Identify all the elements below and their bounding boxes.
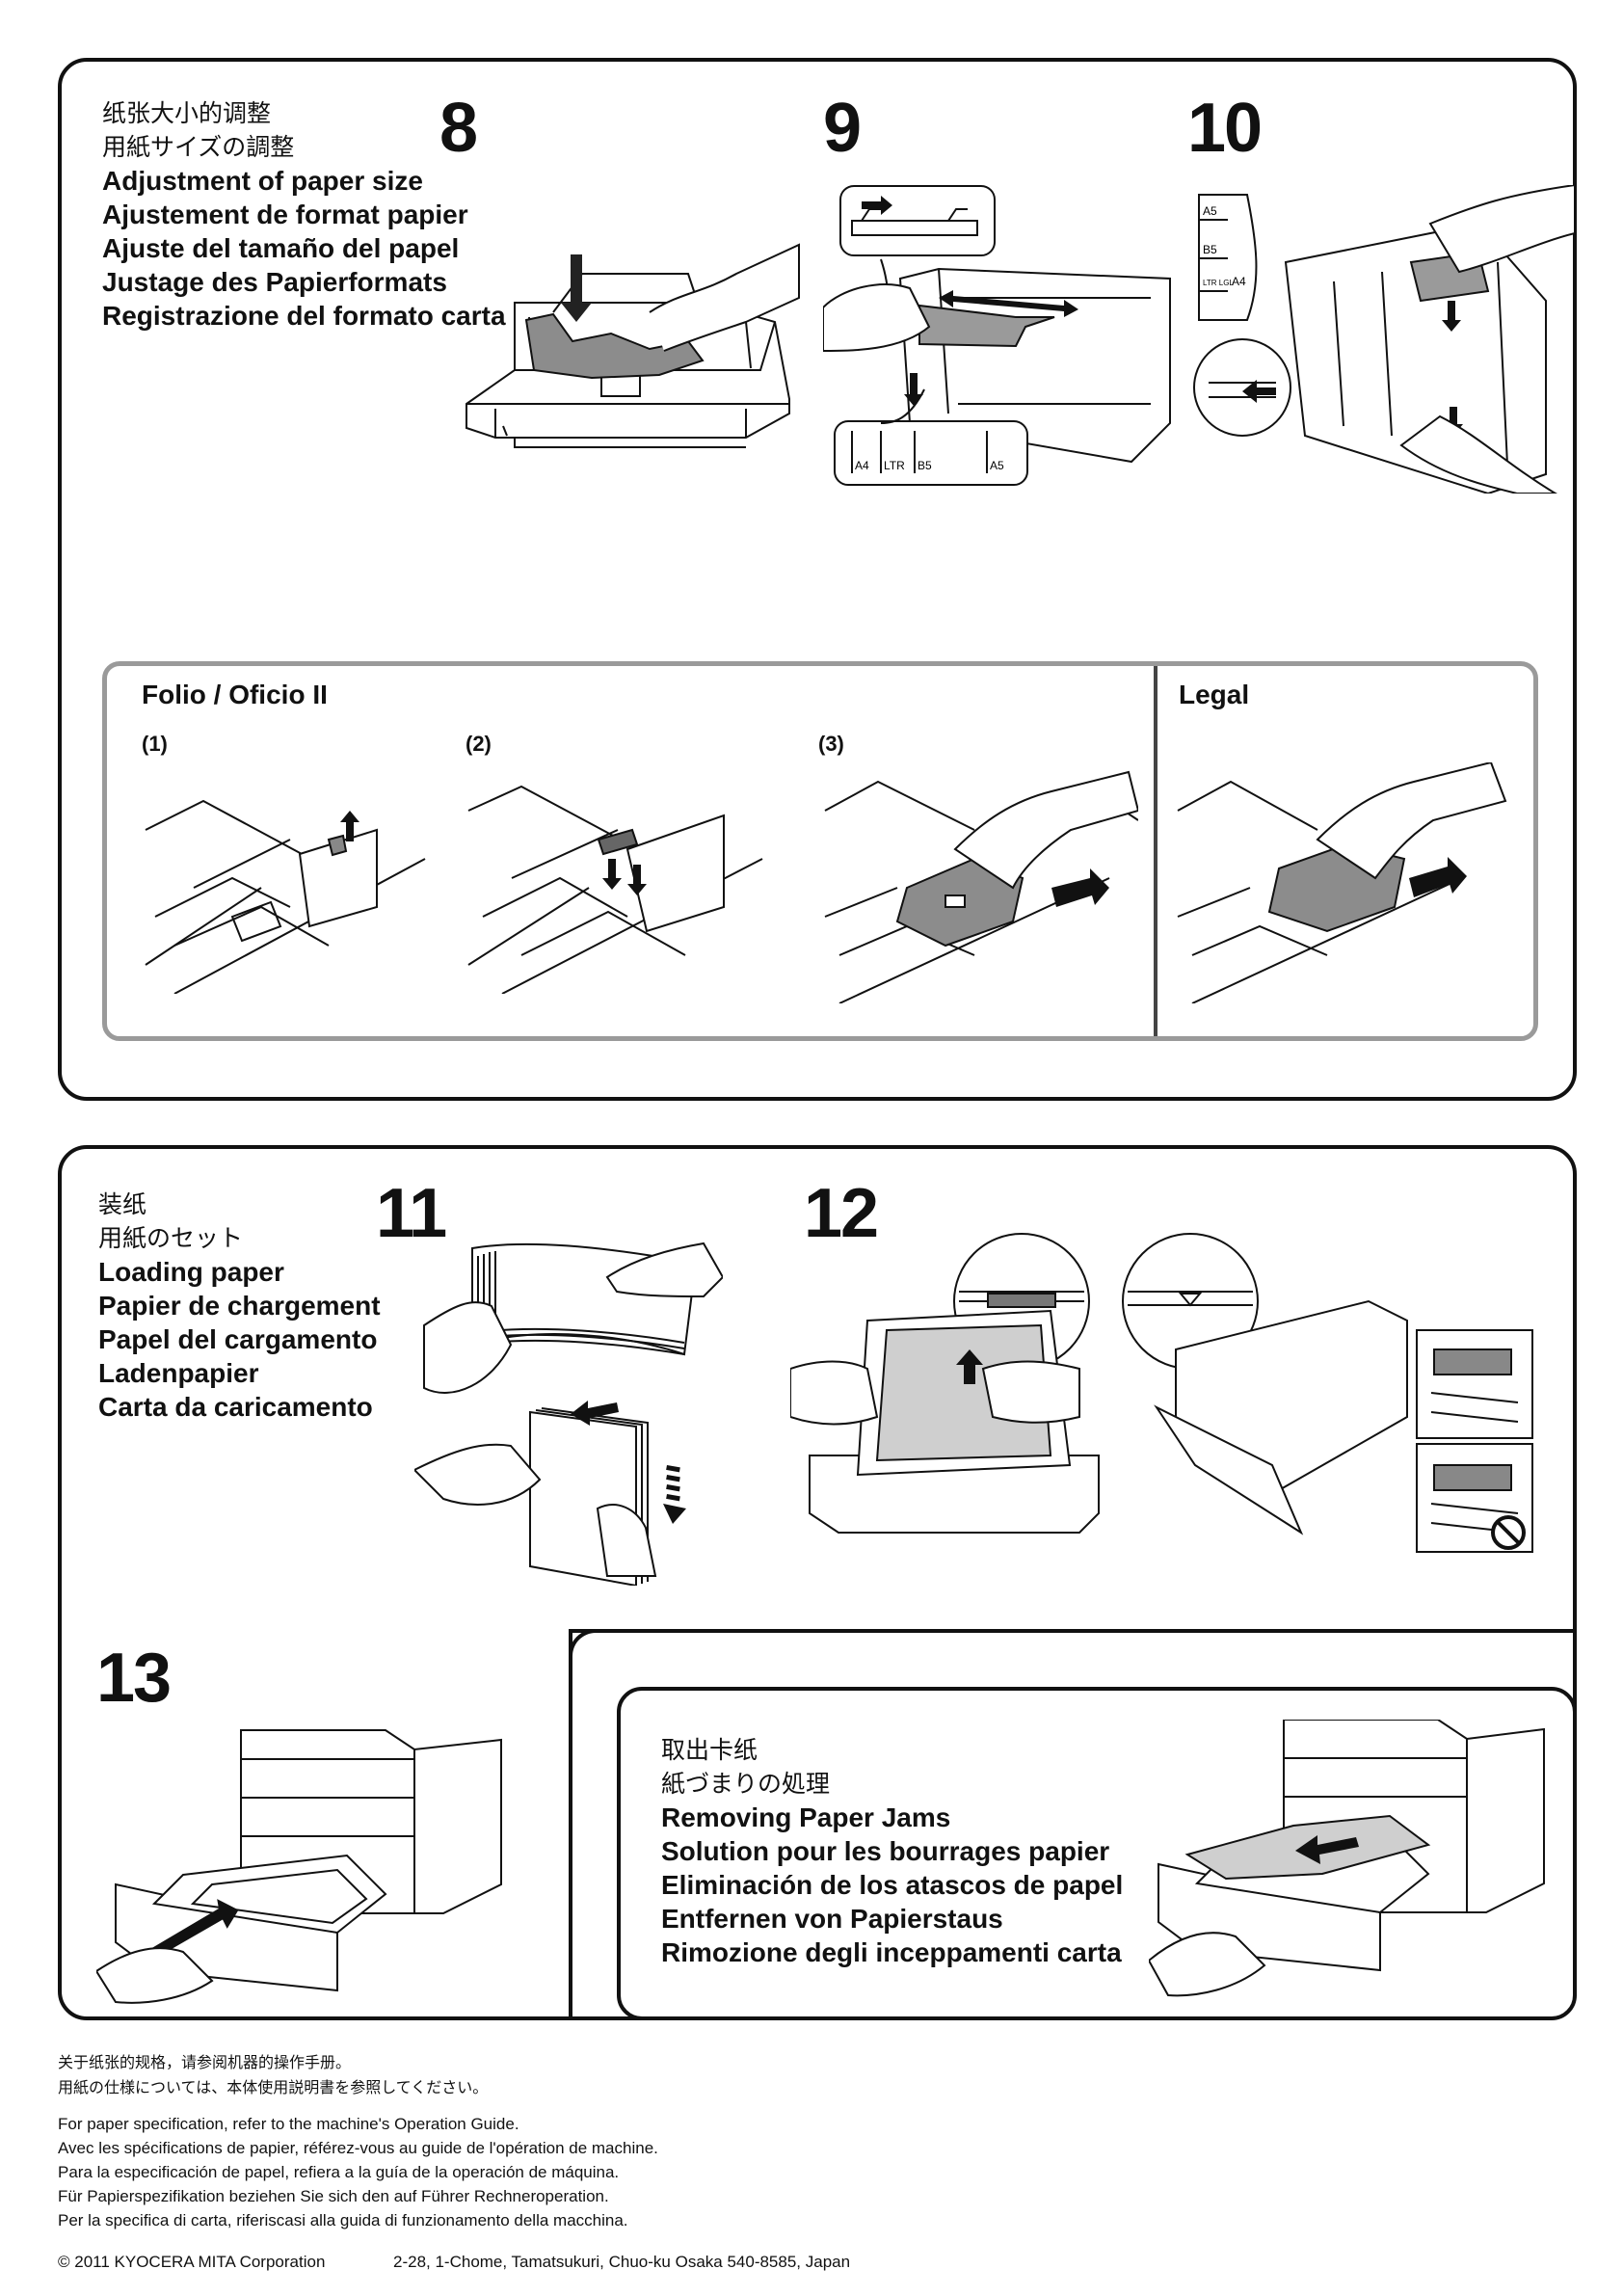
step-8-number: 8 bbox=[439, 90, 478, 167]
loading-heading-ja: 用紙のセット bbox=[98, 1224, 244, 1252]
step-11-illustration bbox=[414, 1219, 723, 1586]
heading-es: Ajuste del tamaño del papel bbox=[102, 233, 460, 263]
jams-heading-ja: 紙づまりの処理 bbox=[661, 1770, 831, 1798]
step-13-divider bbox=[569, 1629, 572, 2020]
folio-step-3-label: (3) bbox=[818, 732, 844, 756]
heading-en: Adjustment of paper size bbox=[102, 166, 423, 196]
jams-heading-zh: 取出卡纸 bbox=[661, 1736, 758, 1764]
footer-note-fr: Avec les spécifications de papier, référ… bbox=[58, 2139, 658, 2157]
jams-heading-it: Rimozione degli inceppamenti carta bbox=[661, 1937, 1122, 1967]
paper-jam-illustration bbox=[1149, 1720, 1554, 1999]
step-12-number: 12 bbox=[804, 1175, 879, 1252]
size-scale-a5: A5 bbox=[990, 459, 1004, 472]
legal-illustration bbox=[1173, 762, 1510, 1003]
step-13-illustration bbox=[96, 1721, 540, 2005]
paper-size-panel: 纸张大小的调整 用紙サイズの調整 Adjustment of paper siz… bbox=[58, 58, 1577, 1101]
paper-jam-box: 取出卡纸 紙づまりの処理 Removing Paper Jams Solutio… bbox=[617, 1687, 1577, 2020]
loading-heading-zh: 装纸 bbox=[98, 1190, 147, 1218]
size-scale-ltr: LTR bbox=[884, 459, 905, 472]
heading-ja: 用紙サイズの調整 bbox=[102, 133, 295, 161]
step-13-number: 13 bbox=[96, 1640, 172, 1717]
footer-note-en: For paper specification, refer to the ma… bbox=[58, 2115, 519, 2133]
legal-title: Legal bbox=[1179, 680, 1250, 709]
width-guide-figure: A4 LTR B5 A5 bbox=[823, 185, 1171, 486]
footer-note-de: Für Papierspezifikation beziehen Sie sic… bbox=[58, 2187, 609, 2205]
step-13-top-divider bbox=[569, 1629, 1577, 1633]
jams-heading-fr: Solution pour les bourrages papier bbox=[661, 1836, 1110, 1866]
size-label-a5: A5 bbox=[1203, 204, 1217, 218]
company-address: 2-28, 1-Chome, Tamatsukuri, Chuo-ku Osak… bbox=[393, 2253, 851, 2271]
jams-heading-en: Removing Paper Jams bbox=[661, 1802, 951, 1832]
heading-zh: 纸张大小的调整 bbox=[102, 99, 272, 127]
copyright: © 2011 KYOCERA MITA Corporation bbox=[58, 2253, 326, 2271]
step-10-illustration: A5 B5 LTR LGL A4 bbox=[1189, 185, 1575, 494]
jams-heading-de: Entfernen von Papierstaus bbox=[661, 1904, 1003, 1934]
footer-notes: 关于纸张的规格，请参阅机器的操作手册。 用紙の仕様については、本体使用説明書を参… bbox=[58, 2050, 658, 2232]
loading-heading-en: Loading paper bbox=[98, 1257, 284, 1287]
heading-fr: Ajustement de format papier bbox=[102, 200, 468, 229]
folio-step-2-label: (2) bbox=[466, 732, 492, 756]
folio-step-1-illustration bbox=[136, 772, 435, 994]
footer-note-zh: 关于纸张的规格，请参阅机器的操作手册。 bbox=[58, 2053, 352, 2071]
loading-heading-it: Carta da caricamento bbox=[98, 1392, 373, 1422]
footer-note-it: Per la specifica di carta, riferiscasi a… bbox=[58, 2211, 628, 2229]
folio-step-1-label: (1) bbox=[142, 732, 168, 756]
footer-note-es: Para la especificación de papel, refiera… bbox=[58, 2163, 620, 2181]
size-label-b5: B5 bbox=[1203, 243, 1217, 256]
step-8-illustration bbox=[457, 206, 804, 457]
tray-press-plate-figure bbox=[466, 243, 800, 448]
folio-step-2-illustration bbox=[464, 772, 782, 994]
folio-legal-divider bbox=[1154, 666, 1157, 1036]
step-9-illustration: A4 LTR B5 A5 bbox=[823, 182, 1189, 500]
size-scale-a4: A4 bbox=[855, 459, 869, 472]
loading-heading-fr: Papier de chargement bbox=[98, 1291, 381, 1321]
step-12-illustration bbox=[790, 1224, 1542, 1581]
length-guide-figure: A5 B5 LTR LGL A4 bbox=[1193, 185, 1575, 494]
jams-heading: 取出卡纸 紙づまりの処理 Removing Paper Jams Solutio… bbox=[661, 1733, 1123, 1969]
folio-legal-panel: Folio / Oficio II Legal (1) (2) (3) bbox=[102, 661, 1538, 1041]
heading-it: Registrazione del formato carta bbox=[102, 301, 506, 331]
step-11-number: 11 bbox=[376, 1175, 447, 1252]
footer-note-ja: 用紙の仕様については、本体使用説明書を参照してください。 bbox=[58, 2078, 489, 2096]
step-10-number: 10 bbox=[1187, 90, 1263, 167]
size-label-ltr-lgl: LTR LGL bbox=[1203, 279, 1234, 287]
heading-de: Justage des Papierformats bbox=[102, 267, 447, 297]
step-9-number: 9 bbox=[823, 90, 862, 167]
size-scale-b5: B5 bbox=[918, 459, 932, 472]
folio-title: Folio / Oficio II bbox=[142, 680, 328, 709]
folio-step-3-illustration bbox=[820, 762, 1138, 1003]
jams-heading-es: Eliminación de los atascos de papel bbox=[661, 1870, 1124, 1900]
loading-heading-de: Ladenpapier bbox=[98, 1358, 259, 1388]
size-label-a4: A4 bbox=[1232, 275, 1246, 288]
loading-heading: 装纸 用紙のセット Loading paper Papier de charge… bbox=[98, 1188, 381, 1424]
adjust-heading: 纸张大小的调整 用紙サイズの調整 Adjustment of paper siz… bbox=[102, 96, 506, 333]
loading-heading-es: Papel del cargamento bbox=[98, 1324, 378, 1354]
